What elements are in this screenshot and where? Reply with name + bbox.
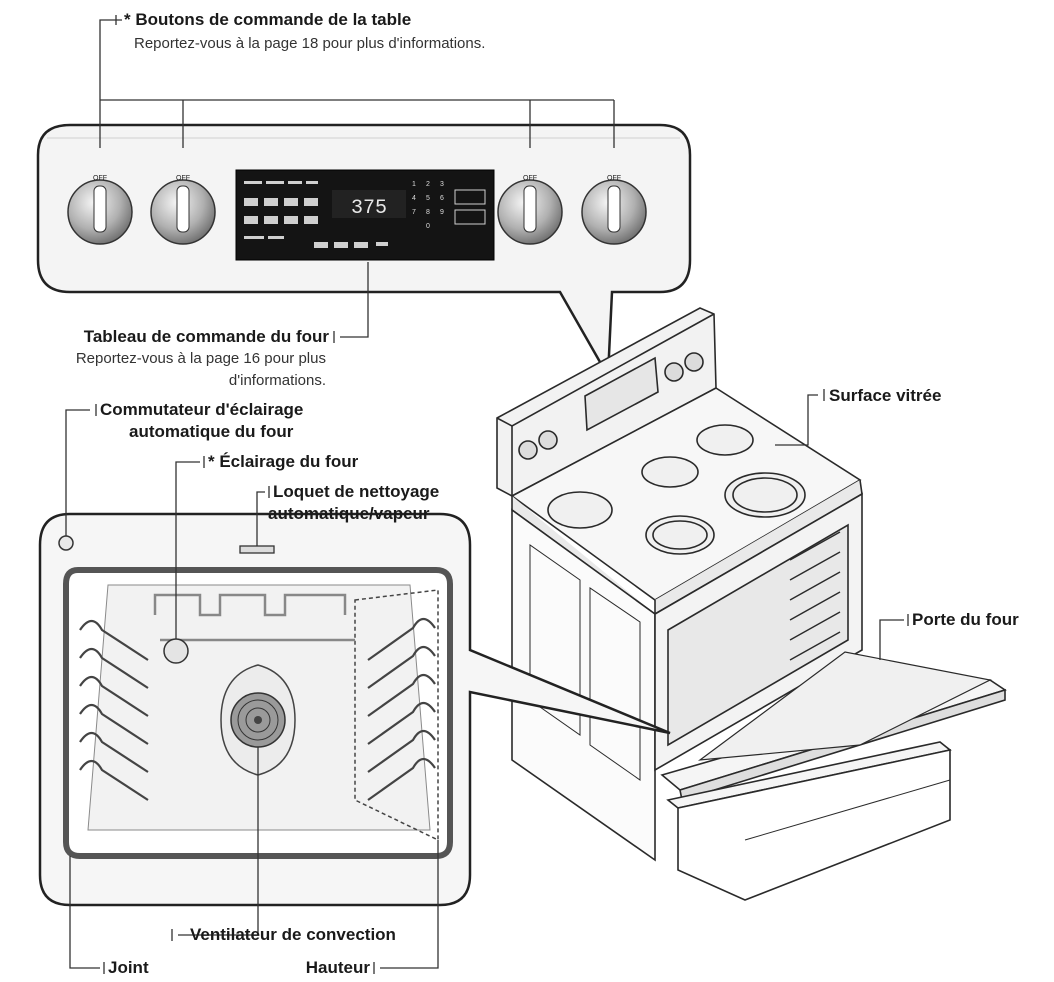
knob-right-outer xyxy=(581,179,647,245)
knob-right-inner xyxy=(497,179,563,245)
callout-light-switch-1: Commutateur d'éclairage xyxy=(100,400,304,419)
callout-cooktop-knobs-note: Reportez-vous à la page 18 pour plus d'i… xyxy=(134,35,486,52)
cooktop-knob-leaders xyxy=(99,15,615,148)
callout-gasket: Joint xyxy=(108,958,149,977)
oven-interior-zoom xyxy=(38,512,671,907)
knob-off-label-4: OFF xyxy=(607,175,621,182)
keypad-key-2: 2 xyxy=(426,181,430,188)
keypad-key-8: 8 xyxy=(426,209,430,216)
keypad-key-9: 9 xyxy=(440,209,444,216)
keypad-key-0: 0 xyxy=(426,223,430,230)
knob-off-label-1: OFF xyxy=(93,175,107,182)
range-illustration xyxy=(496,307,1007,901)
callout-convection-fan: Ventilateur de convection xyxy=(190,925,396,944)
callout-latch-1: Loquet de nettoyage xyxy=(273,482,440,501)
keypad-key-4: 4 xyxy=(412,195,416,202)
door-latch xyxy=(239,545,275,554)
callout-cooktop-knobs: * Boutons de commande de la table xyxy=(124,10,412,29)
oven-light xyxy=(163,638,189,664)
callout-light-switch-2: automatique du four xyxy=(129,422,294,441)
callout-rack-height: Hauteur xyxy=(305,958,370,977)
callout-oven-panel-note-1: Reportez-vous à la page 16 pour plus xyxy=(75,350,326,367)
light-switch xyxy=(58,535,74,551)
keypad-key-7: 7 xyxy=(412,209,416,216)
knob-left-outer xyxy=(67,179,133,245)
callout-oven-panel-note-2: d'informations. xyxy=(228,372,326,389)
callout-leaders xyxy=(65,389,909,974)
oven-touch-panel: 3 7 5 xyxy=(235,169,495,261)
keypad-key-3: 3 xyxy=(440,181,444,188)
knob-left-inner xyxy=(150,179,216,245)
callout-glass-surface: Surface vitrée xyxy=(829,386,942,405)
callout-latch-2: automatique/vapeur xyxy=(268,504,430,523)
keypad-key-1: 1 xyxy=(412,181,416,188)
callout-oven-panel: Tableau de commande du four xyxy=(83,327,329,346)
callout-oven-light: * Éclairage du four xyxy=(208,452,359,471)
knob-off-label-2: OFF xyxy=(176,175,190,182)
keypad-key-5: 5 xyxy=(426,195,430,202)
keypad-key-6: 6 xyxy=(440,195,444,202)
knob-off-label-3: OFF xyxy=(523,175,537,182)
panel-display: 375 xyxy=(351,197,387,220)
panel-keypad: 1 2 3 4 5 6 7 8 9 0 xyxy=(412,181,444,230)
oven-panel-leader xyxy=(340,262,369,338)
callout-oven-door: Porte du four xyxy=(912,610,1019,629)
